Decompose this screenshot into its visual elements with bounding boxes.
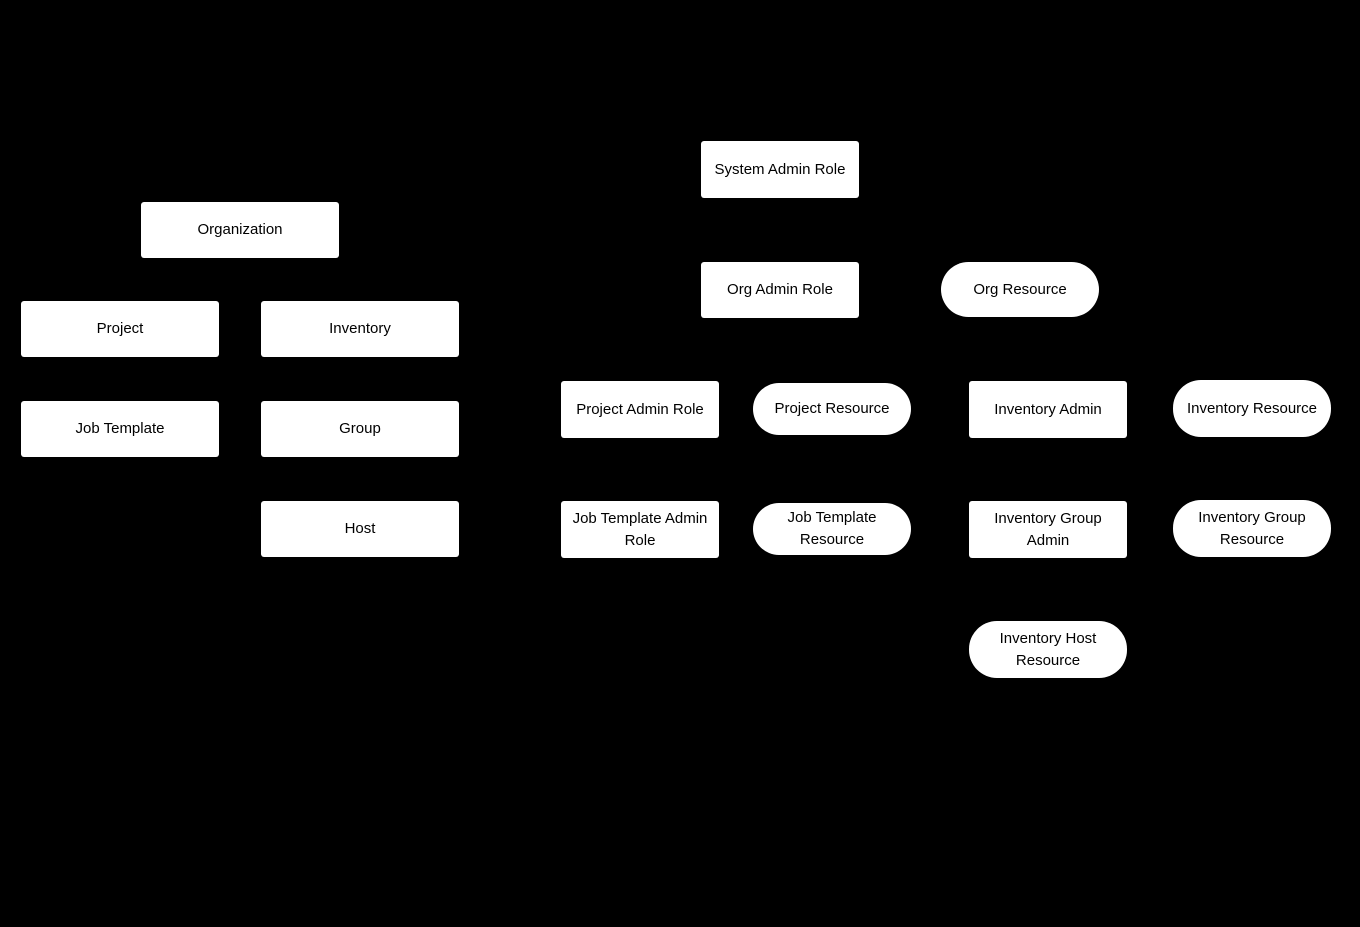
node-org-resource: Org Resource xyxy=(941,262,1099,317)
node-label: Inventory Group Admin xyxy=(994,509,1102,549)
node-inventory-group-resource: Inventory Group Resource xyxy=(1173,500,1331,557)
node-label: Project xyxy=(96,320,144,338)
node-system-admin-role: System Admin Role xyxy=(701,141,859,198)
node-label: Group xyxy=(339,420,381,438)
node-organization: Organization xyxy=(141,202,339,258)
node-project: Project xyxy=(21,301,219,357)
node-inventory-resource: Inventory Resource xyxy=(1173,380,1331,437)
node-label: Project Resource xyxy=(774,400,890,418)
node-label: Org Resource xyxy=(973,280,1067,298)
node-label: Job Template Resource xyxy=(787,509,877,548)
node-label: Organization xyxy=(197,221,283,239)
node-inventory-host-resource: Inventory Host Resource xyxy=(969,621,1127,678)
node-job-template-resource: Job Template Resource xyxy=(753,503,911,555)
node-label: Inventory xyxy=(329,320,391,338)
node-job-template: Job Template xyxy=(21,401,219,457)
node-label: Project Admin Role xyxy=(576,400,704,418)
node-project-resource: Project Resource xyxy=(753,383,911,435)
node-label: Inventory Resource xyxy=(1186,399,1318,417)
node-inventory: Inventory xyxy=(261,301,459,357)
node-project-admin-role: Project Admin Role xyxy=(561,381,719,438)
node-label: Host xyxy=(344,520,376,538)
node-label: Inventory Group Resource xyxy=(1198,508,1306,548)
node-label: Job Template xyxy=(75,420,165,438)
node-org-admin-role: Org Admin Role xyxy=(701,262,859,318)
node-group: Group xyxy=(261,401,459,457)
node-label: Org Admin Role xyxy=(727,281,833,299)
node-host: Host xyxy=(261,501,459,557)
node-inventory-admin: Inventory Admin xyxy=(969,381,1127,438)
node-label: Inventory Admin xyxy=(994,400,1102,418)
node-inventory-group-admin: Inventory Group Admin xyxy=(969,501,1127,558)
node-job-template-admin-role: Job Template Admin Role xyxy=(561,501,719,558)
node-label: System Admin Role xyxy=(714,160,846,178)
node-label: Inventory Host Resource xyxy=(999,629,1097,669)
node-label: Job Template Admin Role xyxy=(572,509,708,549)
